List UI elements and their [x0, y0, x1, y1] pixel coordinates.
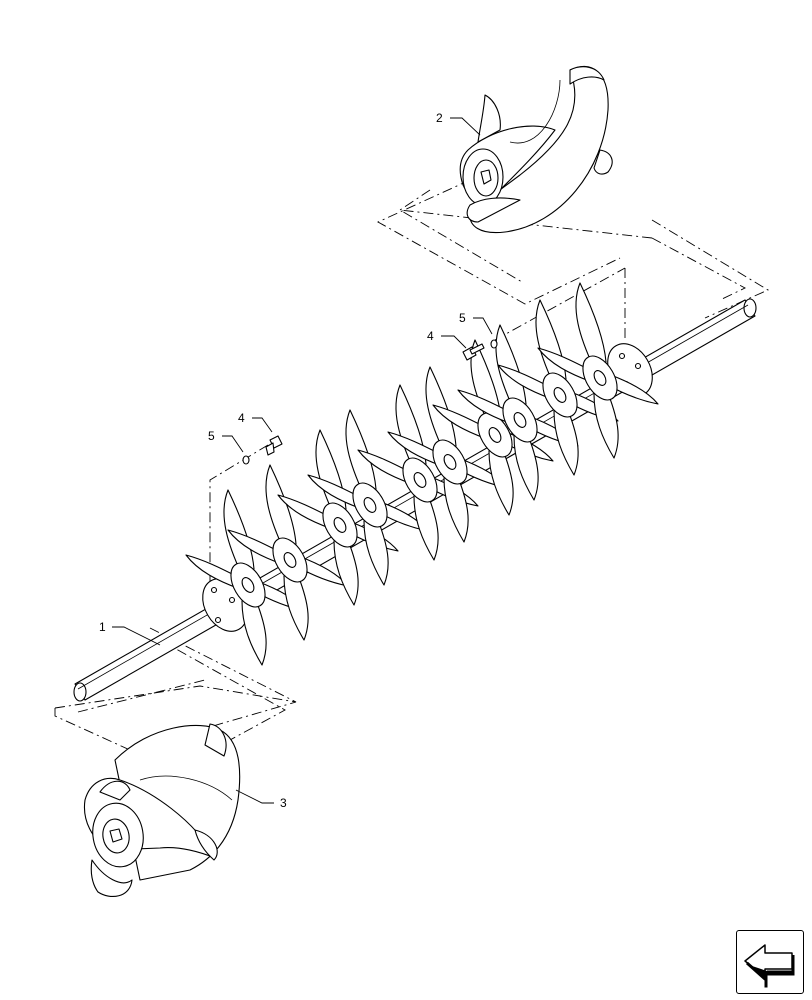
callout-1: 1: [99, 620, 106, 634]
next-page-button[interactable]: [736, 930, 804, 994]
callout-5-upper: 5: [459, 311, 466, 325]
washer-5-upper: [490, 339, 498, 349]
paddle-rotor: [432, 339, 554, 516]
callout-5-lower: 5: [208, 429, 215, 443]
callout-4-upper: 4: [427, 329, 434, 343]
callout-4-lower: 4: [238, 411, 245, 425]
paddle-rotor: [497, 299, 619, 476]
paddle-rotor: [537, 282, 659, 459]
bolt-4-lower: [265, 435, 283, 456]
paddle-rotor: [185, 489, 307, 666]
part-2-auger-end: [459, 65, 613, 234]
bolt-4-upper: [462, 343, 485, 361]
part-3-auger-end: [83, 723, 241, 898]
callout-3: 3: [280, 796, 287, 810]
paddle-rotor: [227, 464, 349, 641]
callouts: 1 2 3 4 5 4 5: [99, 111, 493, 810]
callout-2: 2: [436, 111, 443, 125]
next-page-arrow-icon: [744, 944, 795, 988]
paddle-assembly: [185, 282, 659, 666]
washer-5-lower: [242, 455, 250, 465]
part-1-rotor-shaft: [73, 282, 757, 702]
